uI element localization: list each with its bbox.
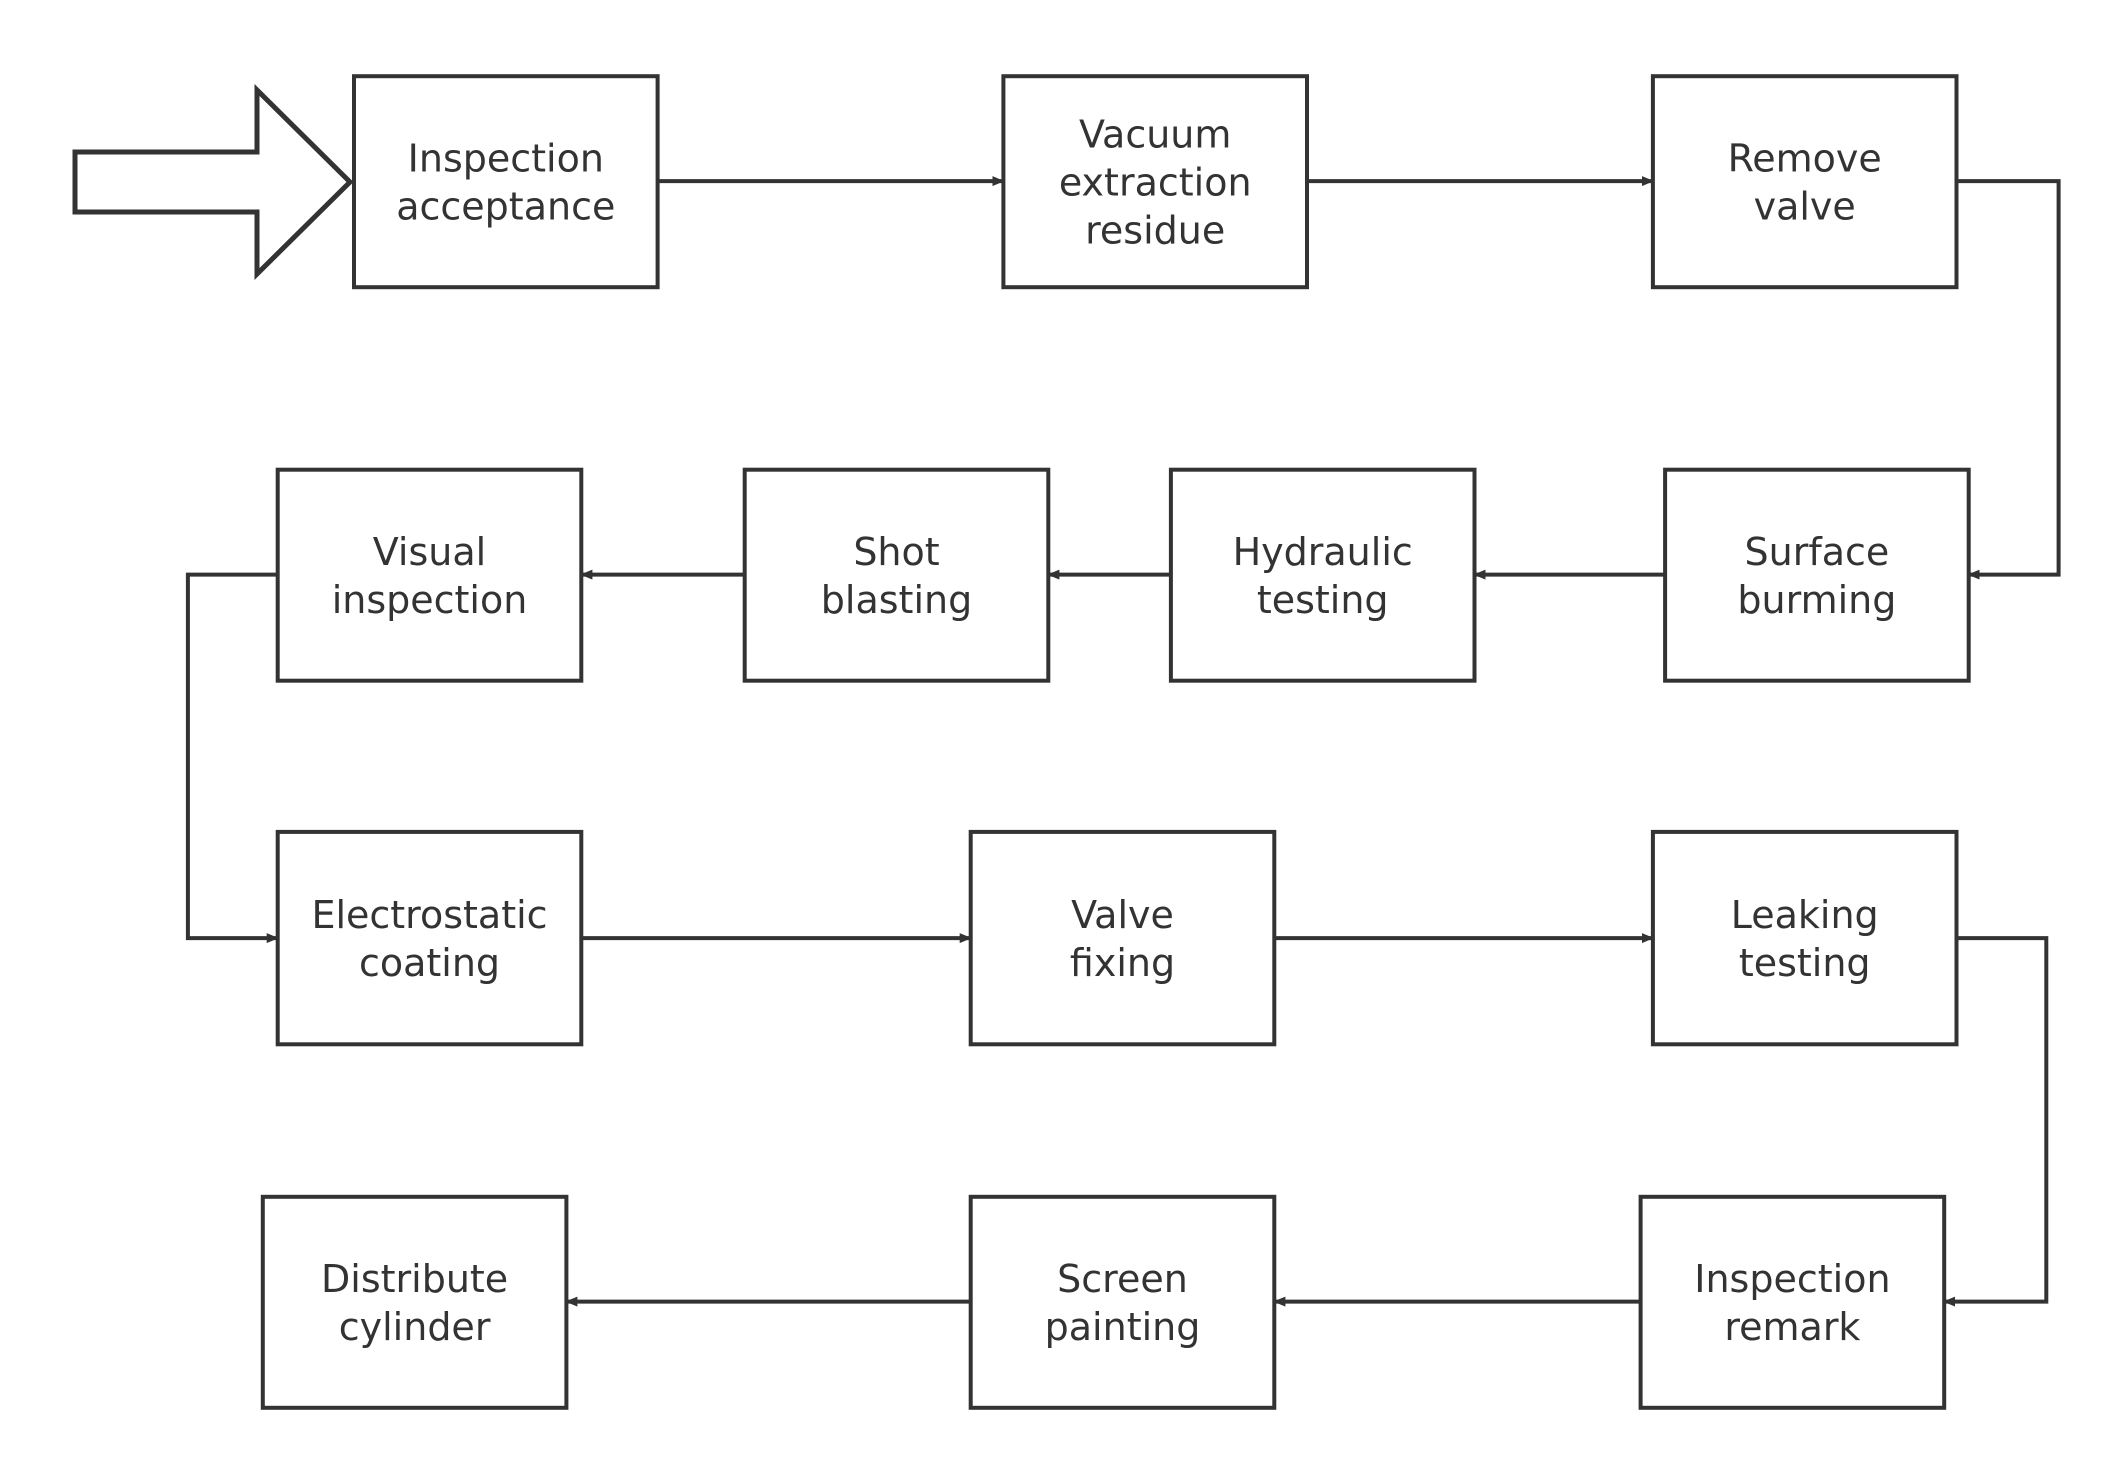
step-label-line: valve [1754,184,1856,228]
step-label-line: inspection [332,578,528,622]
step-box [968,829,1277,1047]
step-label-line: Visual [373,530,486,574]
connector-visual-inspection-to-electrostatic-coating [185,572,279,944]
connectors [185,176,2061,1307]
step-box [260,1194,569,1410]
step-label-line: blasting [821,578,972,622]
step-box [742,467,1051,683]
step-label-line: painting [1045,1305,1201,1349]
block-arrow-right-icon [72,84,354,280]
step-box [275,829,584,1047]
step-label-line: testing [1739,941,1871,985]
step-box [1168,467,1477,683]
step-label-line: Vacuum [1079,112,1231,156]
step-label-line: Valve [1071,893,1174,937]
step-label-line: burming [1737,578,1896,622]
step-box [1650,829,1959,1047]
connector-leaking-testing-to-inspection-remark [1943,936,2049,1307]
step-box [968,1194,1277,1410]
step-box [275,467,584,683]
step-label-line: remark [1724,1305,1860,1349]
step-label-line: Hydraulic [1233,530,1413,574]
step-label-line: Inspection [408,136,604,180]
step-label-line: testing [1257,578,1389,622]
step-box [352,74,660,290]
step-label-line: Inspection [1694,1257,1890,1301]
step-box [1663,467,1971,683]
step-label-line: fixing [1070,941,1175,985]
step-label-line: cylinder [339,1305,491,1349]
step-label-line: Screen [1057,1257,1188,1301]
step-label-line: Remove [1728,136,1882,180]
step-label-line: residue [1085,208,1225,252]
step-label-line: acceptance [396,184,615,228]
step-label-line: Shot [853,530,939,574]
step-box [1650,74,1959,290]
connector-remove-valve-to-surface-burming [1956,179,2061,580]
step-box [1001,74,1310,290]
step-label-line: Surface [1745,530,1890,574]
step-label-line: Distribute [321,1257,508,1301]
step-label-line: extraction [1059,160,1252,204]
step-label-line: Leaking [1731,893,1879,937]
step-box [1638,1194,1947,1410]
step-label-line: coating [359,941,500,985]
step-label-line: Electrostatic [311,893,547,937]
